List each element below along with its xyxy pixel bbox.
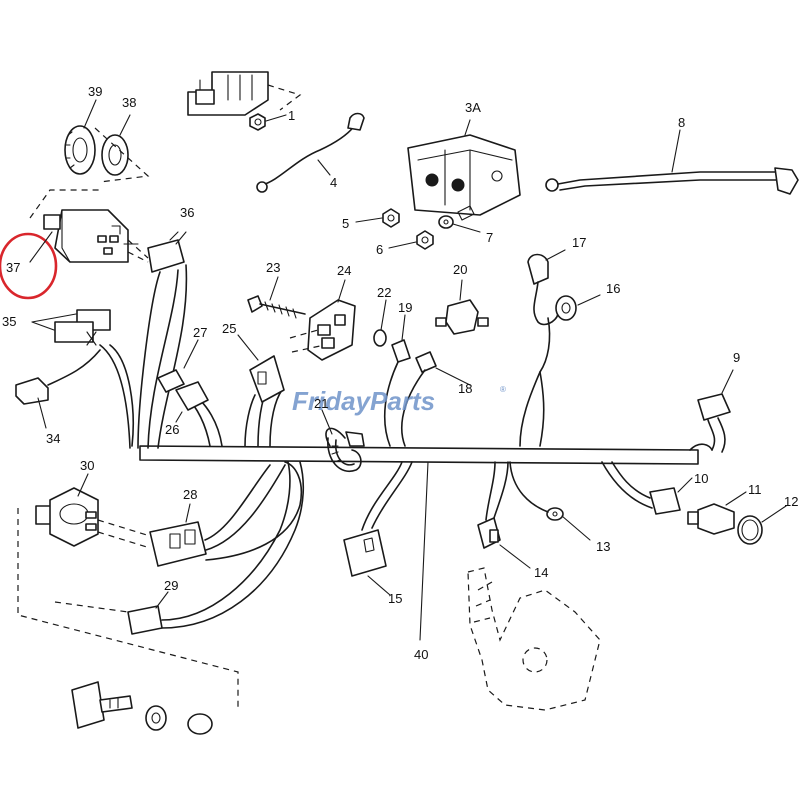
part-labels: 1 3A 4 5 6 7 8 9 10 11 12 13 14 15 16 17… bbox=[2, 84, 798, 662]
label-9: 9 bbox=[733, 350, 740, 365]
sensor-part-20 bbox=[435, 279, 489, 335]
label-38: 38 bbox=[122, 95, 136, 110]
terminal-block-part-24 bbox=[289, 279, 356, 361]
label-25: 25 bbox=[222, 321, 236, 336]
hardware-parts-5-6-7 bbox=[355, 205, 481, 250]
svg-text:FridayParts: FridayParts bbox=[292, 386, 435, 416]
label-35: 35 bbox=[2, 314, 16, 329]
label-20: 20 bbox=[453, 262, 467, 277]
harness-branches bbox=[99, 264, 713, 451]
watermark-logo: FridayParts ® bbox=[292, 385, 506, 416]
label-7: 7 bbox=[486, 230, 493, 245]
label-28: 28 bbox=[183, 487, 197, 502]
label-37: 37 bbox=[6, 260, 20, 275]
o-ring-part-12 bbox=[737, 505, 787, 545]
label-36: 36 bbox=[180, 205, 194, 220]
connector-part-26-27 bbox=[157, 339, 209, 423]
label-4: 4 bbox=[330, 175, 337, 190]
connector-part-10 bbox=[601, 461, 693, 515]
label-17: 17 bbox=[572, 235, 586, 250]
highlight-circle-37 bbox=[0, 232, 58, 300]
solenoid-part-3a bbox=[407, 119, 521, 216]
connector-part-25 bbox=[237, 334, 285, 403]
clamp-part-21 bbox=[321, 409, 365, 473]
label-12: 12 bbox=[784, 494, 798, 509]
label-22: 22 bbox=[377, 285, 391, 300]
sensor-lead-part-16-17 bbox=[527, 249, 601, 373]
label-1: 1 bbox=[288, 108, 295, 123]
leader-37 bbox=[29, 231, 53, 263]
label-3a: 3A bbox=[465, 100, 481, 115]
label-34: 34 bbox=[46, 431, 60, 446]
ignition-key bbox=[71, 681, 213, 735]
label-5: 5 bbox=[342, 216, 349, 231]
connector-part-9 bbox=[697, 369, 734, 453]
fuse-block-bracket bbox=[187, 71, 302, 116]
connector-part-15 bbox=[343, 461, 413, 596]
connector-part-14 bbox=[477, 461, 531, 569]
ring-terminal-part-13 bbox=[509, 461, 591, 541]
label-19: 19 bbox=[398, 300, 412, 315]
connector-part-29 bbox=[127, 461, 305, 635]
connector-part-35 bbox=[31, 309, 111, 346]
watermark-mark: ® bbox=[500, 385, 506, 394]
key-switch-part-37 bbox=[29, 189, 149, 263]
label-23: 23 bbox=[266, 260, 280, 275]
small-parts-18-19-22 bbox=[373, 299, 471, 386]
label-39: 39 bbox=[88, 84, 102, 99]
watermark-text-b: Parts bbox=[370, 386, 435, 416]
main-harness-part-40 bbox=[139, 445, 699, 641]
connector-part-36 bbox=[147, 231, 187, 273]
label-13: 13 bbox=[596, 539, 610, 554]
bolt-part-23 bbox=[247, 276, 306, 319]
label-14: 14 bbox=[534, 565, 548, 580]
washer-part-38-39 bbox=[64, 99, 150, 183]
label-24: 24 bbox=[337, 263, 351, 278]
label-29: 29 bbox=[164, 578, 178, 593]
label-26: 26 bbox=[165, 422, 179, 437]
engine-outline-dashed bbox=[467, 567, 601, 711]
switch-part-30 bbox=[35, 473, 151, 549]
connector-part-28 bbox=[149, 461, 303, 567]
label-10: 10 bbox=[694, 471, 708, 486]
label-15: 15 bbox=[388, 591, 402, 606]
sender-part-11 bbox=[687, 491, 747, 535]
label-8: 8 bbox=[678, 115, 685, 130]
label-21: 21 bbox=[314, 396, 328, 411]
label-16: 16 bbox=[606, 281, 620, 296]
label-18: 18 bbox=[458, 381, 472, 396]
label-11: 11 bbox=[748, 482, 762, 497]
ground-wire-part-4 bbox=[256, 112, 365, 193]
watermark-text-a: Friday bbox=[292, 386, 372, 416]
battery-cable-part-8 bbox=[545, 129, 799, 195]
label-40: 40 bbox=[414, 647, 428, 662]
terminal-part-34 bbox=[15, 349, 101, 429]
label-6: 6 bbox=[376, 242, 383, 257]
label-30: 30 bbox=[80, 458, 94, 473]
label-27: 27 bbox=[193, 325, 207, 340]
lower-left-dashed-box bbox=[17, 508, 239, 710]
nut-part-1 bbox=[249, 113, 287, 131]
